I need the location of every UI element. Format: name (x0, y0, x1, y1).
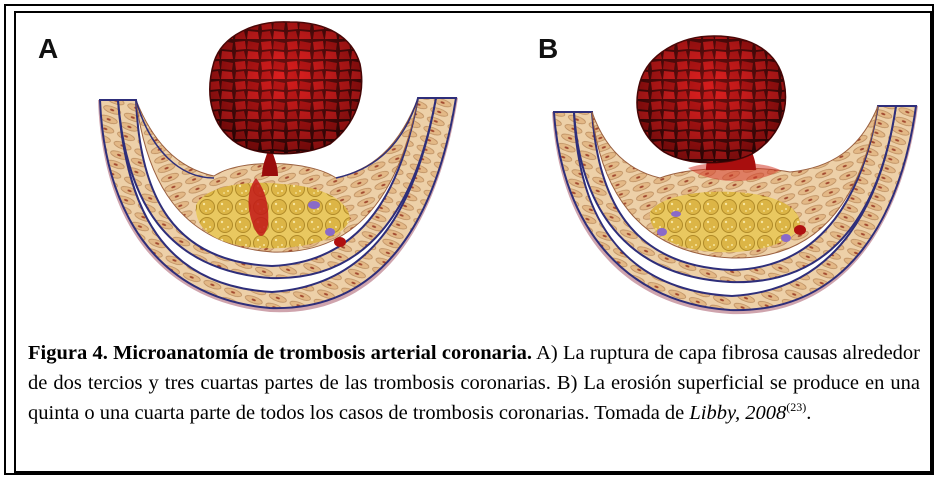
caption-title: Figura 4. Microanatomía de trombosis art… (28, 342, 532, 364)
panel-a-thrombus (210, 22, 362, 176)
panel-a-label: A (38, 33, 58, 64)
caption-end: . (806, 402, 811, 424)
panel-b-thrombus (637, 36, 786, 170)
panel-b-label: B (538, 33, 558, 64)
caption-citation-ref: (23) (786, 400, 806, 414)
figure-caption: Figura 4. Microanatomía de trombosis art… (28, 338, 920, 428)
caption-citation-author: Libby, 2008 (689, 402, 786, 424)
